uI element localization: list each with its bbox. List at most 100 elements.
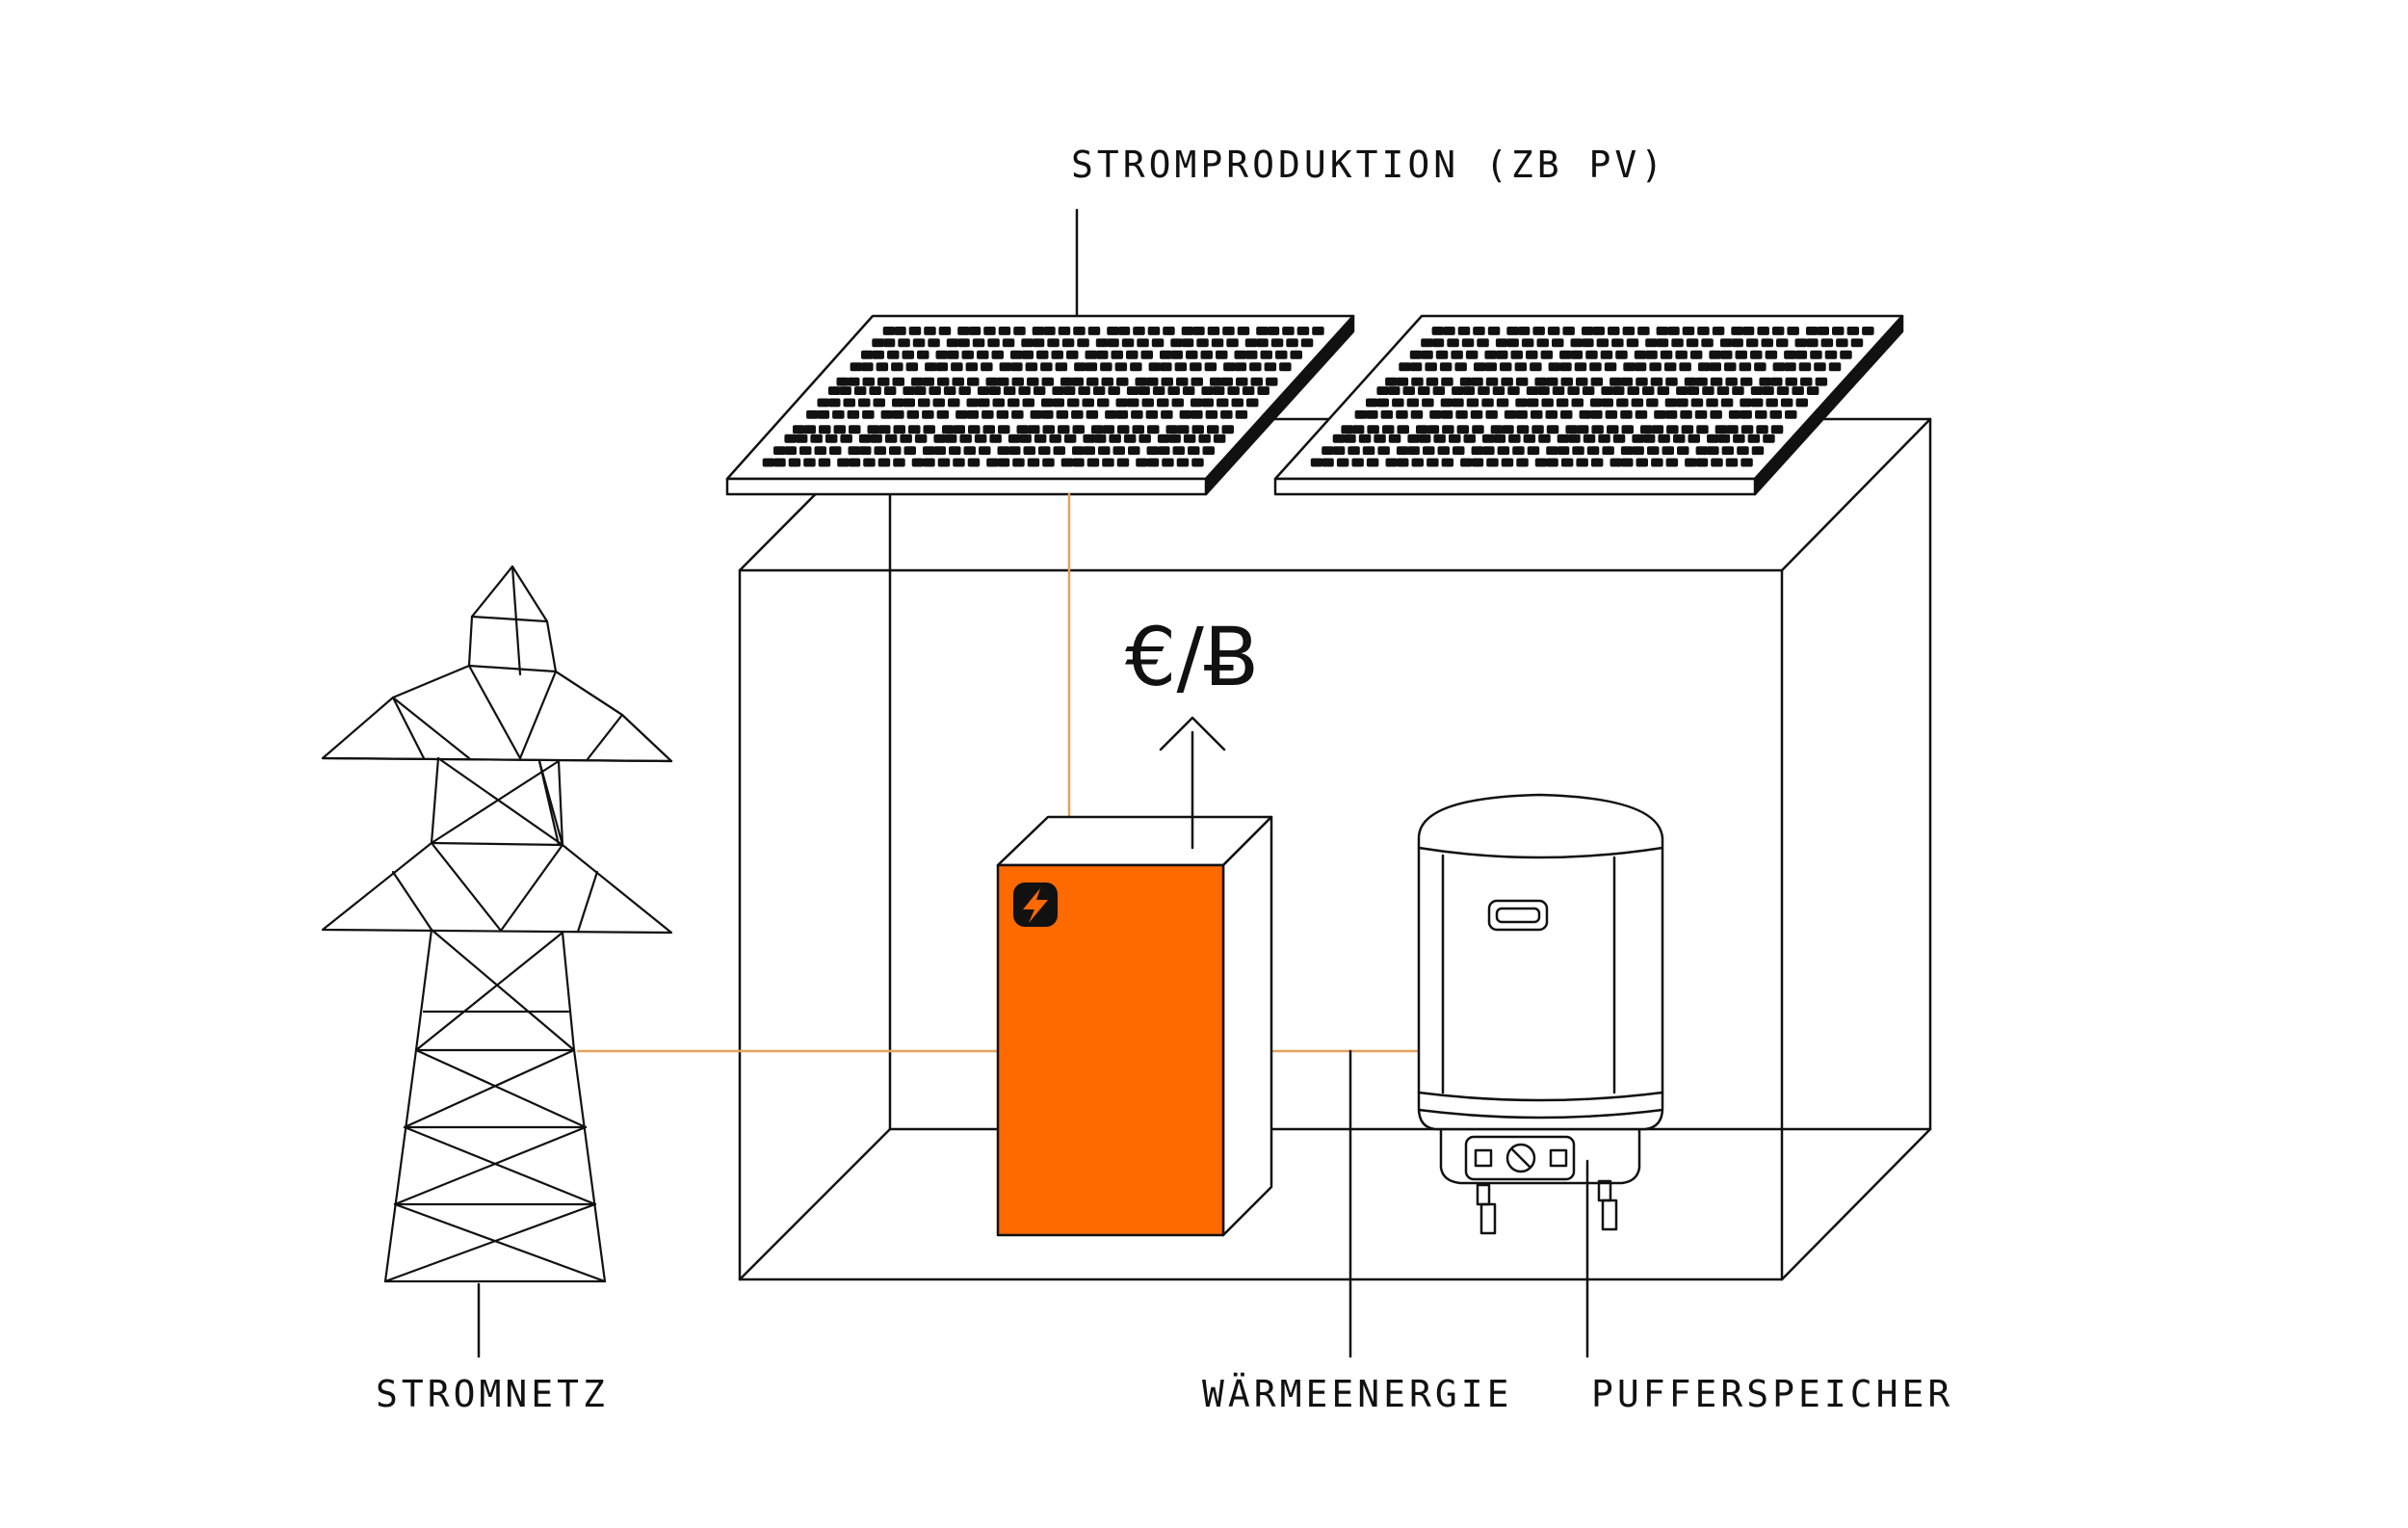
solar-cell	[1246, 398, 1259, 408]
solar-cell	[1423, 446, 1435, 456]
solar-cell	[1515, 398, 1528, 408]
solar-cell	[922, 409, 934, 419]
solar-cell	[1111, 350, 1123, 359]
solar-cell	[1684, 377, 1697, 386]
solar-cell	[1058, 425, 1070, 435]
solar-cell	[1576, 458, 1588, 467]
solar-cell	[1322, 446, 1334, 456]
solar-cell	[1756, 425, 1768, 435]
solar-cell	[1560, 458, 1574, 467]
solar-cell	[1442, 425, 1454, 435]
solar-cell	[1694, 409, 1708, 419]
solar-cell	[1725, 458, 1739, 467]
solar-cell	[1095, 338, 1109, 348]
output-arrow	[1159, 716, 1226, 850]
solar-cell	[887, 350, 900, 359]
solar-cell	[1242, 386, 1255, 395]
solar-cell	[847, 409, 860, 419]
solar-cell	[1846, 327, 1860, 335]
solar-cell	[1771, 327, 1785, 335]
solar-cell	[1071, 409, 1084, 419]
solar-cell	[1515, 377, 1529, 386]
solar-cell	[1610, 458, 1622, 467]
solar-cell	[1049, 434, 1061, 443]
solar-cell	[1260, 350, 1272, 359]
solar-cell	[1620, 409, 1633, 419]
solar-cell	[1096, 350, 1109, 359]
solar-cell	[1585, 350, 1598, 359]
solar-cell	[1148, 362, 1162, 372]
solar-cell	[1344, 434, 1356, 443]
solar-cell	[1041, 409, 1054, 419]
solar-cell	[1664, 398, 1678, 408]
solar-cell	[1441, 458, 1454, 467]
solar-cell	[1673, 434, 1686, 443]
solar-cell	[806, 409, 819, 419]
solar-cell	[968, 425, 981, 435]
solar-cell	[1146, 446, 1159, 456]
solar-cell	[1745, 338, 1759, 348]
solar-cell	[1642, 386, 1655, 395]
solar-cell	[1662, 446, 1674, 456]
solar-cell	[1546, 446, 1558, 456]
solar-cell	[1032, 338, 1045, 348]
solar-cell	[1366, 409, 1378, 419]
solar-cell	[788, 458, 801, 467]
solar-cell	[1146, 458, 1160, 467]
solar-cell	[1695, 377, 1708, 386]
solar-cell	[1227, 386, 1240, 395]
solar-cell	[1493, 434, 1506, 443]
solar-cell	[1759, 377, 1771, 386]
solar-cell	[1546, 425, 1559, 435]
solar-cell	[1176, 377, 1189, 386]
solar-cell	[1582, 338, 1594, 348]
solar-cell	[923, 446, 935, 456]
solar-cell	[878, 425, 891, 435]
solar-cell	[1582, 386, 1595, 395]
solar-cell	[902, 350, 914, 359]
solar-cell	[1806, 386, 1819, 395]
solar-cell	[843, 398, 855, 408]
solar-cell	[1506, 338, 1519, 348]
solar-cell	[1410, 409, 1424, 419]
solar-cell	[1097, 398, 1110, 408]
solar-cell	[1716, 386, 1730, 395]
solar-cell	[912, 338, 926, 348]
solar-cell	[1257, 386, 1269, 395]
solar-cell	[850, 362, 863, 372]
solar-cell	[1815, 377, 1828, 386]
solar-cell	[1114, 362, 1128, 372]
solar-cell	[880, 409, 894, 419]
solar-cell	[894, 327, 906, 335]
solar-cell	[1165, 425, 1178, 435]
solar-cell	[1091, 425, 1104, 435]
solar-cell	[1840, 350, 1852, 359]
solar-cell	[861, 362, 874, 372]
solar-cell	[1171, 398, 1184, 408]
solar-cell	[1798, 362, 1812, 372]
solar-cell	[1085, 362, 1098, 372]
solar-cell	[1460, 458, 1473, 467]
solar-cell	[1191, 458, 1204, 467]
solar-cell	[1654, 409, 1666, 419]
solar-cell	[1085, 350, 1097, 359]
solar-cell	[1366, 398, 1378, 408]
solar-cell	[1647, 446, 1660, 456]
solar-cell	[1534, 458, 1548, 467]
solar-cell	[967, 458, 981, 467]
solar-cell	[1348, 446, 1360, 456]
solar-cell	[1784, 350, 1796, 359]
solar-cell	[1172, 446, 1185, 456]
solar-cell	[1828, 362, 1842, 372]
solar-cell	[863, 458, 876, 467]
solar-cell	[1510, 350, 1523, 359]
solar-cell	[1502, 425, 1514, 435]
solar-cell	[997, 458, 1010, 467]
solar-cell	[959, 434, 972, 443]
solar-cell	[840, 434, 852, 443]
solar-cell	[1028, 425, 1040, 435]
buffer-label: PUFFERSPEICHER	[1591, 1373, 1954, 1415]
solar-cell	[1433, 434, 1446, 443]
solar-cell	[1755, 409, 1767, 419]
solar-cell	[1062, 386, 1076, 395]
